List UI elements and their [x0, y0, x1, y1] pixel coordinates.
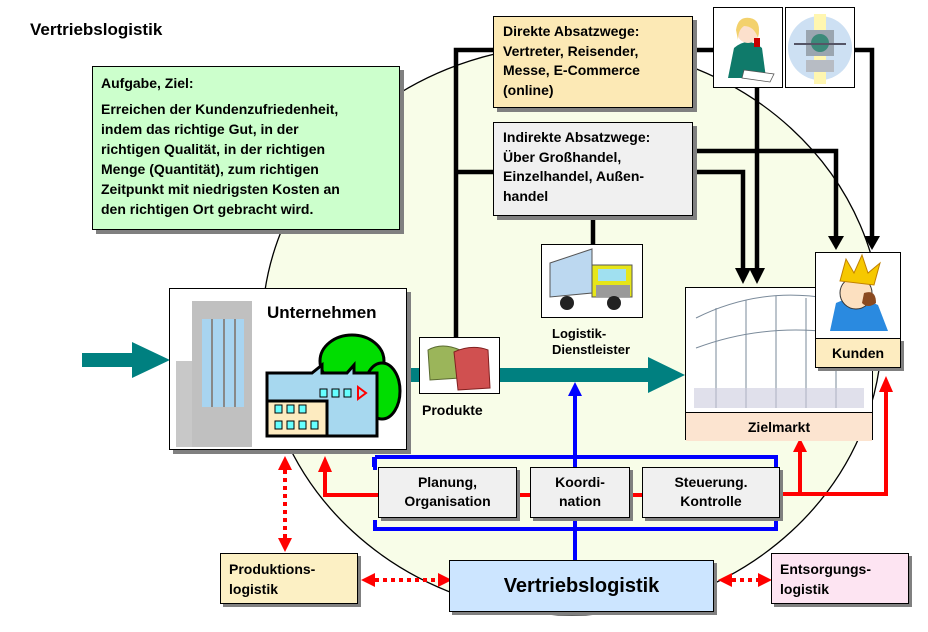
function-line: Koordi- — [555, 474, 605, 490]
logistics-provider-image — [541, 244, 643, 318]
company-label: Unternehmen — [267, 303, 377, 322]
control-arrowheads — [318, 376, 893, 472]
page-title: Vertriebslogistik — [30, 20, 163, 39]
direct-channels-line: Vertreter, Reisender, — [503, 42, 639, 59]
control-lines — [323, 390, 888, 497]
indirect-channels-box: Indirekte Absatzwege: Über Großhandel, E… — [493, 122, 693, 216]
channel-arrowheads — [735, 236, 880, 284]
disposal-logistics-box: Entsorgungs- logistik — [771, 553, 909, 604]
customers-label: Kunden — [815, 338, 901, 368]
goal-line: Zeitpunkt mit niedrigsten Kosten an — [101, 181, 340, 197]
products-image — [419, 337, 500, 394]
indirect-channels-line: Einzelhandel, Außen- — [503, 168, 645, 184]
function-control-box: Steuerung. Kontrolle — [642, 467, 780, 518]
goal-line: indem das richtige Gut, in der — [101, 121, 299, 137]
sales-representative-image — [713, 7, 783, 88]
direct-channels-heading: Direkte Absatzwege: — [503, 23, 640, 39]
logistics-provider-label-line: Dienstleister — [552, 342, 631, 357]
coordination-lines — [372, 395, 778, 560]
products-label: Produkte — [422, 402, 483, 418]
coordination-arrowhead — [568, 382, 582, 396]
function-coordination-box: Koordi- nation — [530, 467, 630, 518]
company-building-icon — [176, 301, 402, 447]
logistics-provider-label-line: Logistik- — [552, 326, 607, 341]
sales-logistics-center-box: Vertriebslogistik — [449, 560, 714, 612]
target-market-label: Zielmarkt — [686, 412, 872, 441]
function-line: Organisation — [404, 493, 491, 509]
indirect-channels-line: handel — [503, 187, 549, 204]
king-customer-icon — [830, 253, 888, 331]
function-line: Steuerung. — [674, 474, 748, 490]
computer-network-icon — [788, 14, 852, 84]
truck-icon — [549, 248, 633, 310]
indirect-channels-line: Über Großhandel, — [503, 148, 622, 165]
interface-arrowheads — [278, 456, 772, 587]
company-box: Unternehmen — [169, 288, 407, 450]
goal-line: den richtigen Ort gebracht wird. — [101, 201, 314, 217]
disposal-logistics-line: Entsorgungs- — [780, 561, 871, 577]
function-line: Planung, — [417, 474, 478, 490]
production-logistics-line: Produktions- — [229, 561, 316, 577]
goal-heading: Aufgabe, Ziel: — [101, 75, 194, 91]
production-logistics-box: Produktions- logistik — [220, 553, 358, 604]
goal-line: Menge (Quantität), zum richtigen — [101, 161, 319, 177]
ecommerce-image — [785, 7, 855, 88]
goal-line: richtigen Qualität, in der richtigen — [101, 141, 326, 157]
indirect-channels-heading: Indirekte Absatzwege: — [503, 129, 651, 145]
function-line: nation — [559, 493, 601, 509]
direct-channels-line: (online) — [503, 81, 554, 98]
armchair-icon — [427, 345, 491, 391]
direct-channels-line: Messe, E-Commerce — [503, 62, 640, 78]
production-logistics-line: logistik — [229, 581, 279, 597]
goal-line: Erreichen der Kundenzufriedenheit, — [101, 101, 339, 117]
customers-image — [815, 252, 901, 339]
disposal-logistics-line: logistik — [780, 581, 830, 597]
woman-on-phone-icon — [728, 17, 775, 83]
interface-lines — [283, 470, 760, 582]
function-planning-box: Planung, Organisation — [378, 467, 517, 518]
logistics-provider-label: Logistik- Dienstleister — [552, 326, 630, 358]
direct-channels-box: Direkte Absatzwege: Vertreter, Reisender… — [493, 16, 693, 108]
function-line: Kontrolle — [680, 493, 742, 509]
goal-box: Aufgabe, Ziel: Erreichen der Kundenzufri… — [92, 66, 400, 230]
